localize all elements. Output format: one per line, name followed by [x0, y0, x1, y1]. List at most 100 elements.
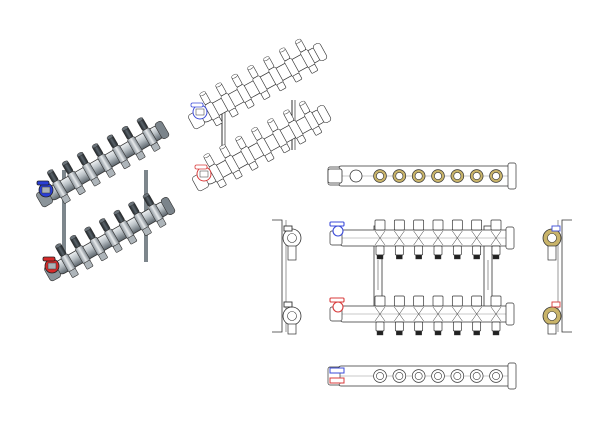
return-bar-body	[192, 100, 332, 192]
port-circle-inner	[453, 372, 462, 380]
port-circle-inner	[492, 372, 500, 380]
upper-valve-handle	[551, 225, 561, 232]
outlet-nut	[276, 81, 287, 92]
valve-stem	[195, 108, 205, 116]
outlet-nut	[156, 218, 167, 228]
port-cross	[374, 230, 386, 246]
front-orthographic-view	[329, 219, 515, 336]
port-cap-top	[136, 117, 143, 123]
port-cap-top	[76, 151, 84, 157]
port-cap-top	[46, 169, 54, 175]
valve-handle	[329, 221, 345, 227]
top-orthographic-view	[327, 162, 517, 190]
port-cross	[432, 230, 444, 246]
outlet-nut	[91, 176, 101, 187]
outlet-nut	[61, 194, 71, 204]
outlet-nut	[229, 107, 239, 118]
outlet-nut	[491, 321, 501, 332]
port-cross	[471, 230, 482, 246]
port-head	[490, 219, 502, 231]
valve-stem	[41, 186, 51, 194]
port-cap-top	[121, 125, 129, 131]
port-cap-top	[231, 73, 238, 79]
port-cap-top	[263, 56, 270, 62]
lower-fitting-inner	[547, 311, 557, 321]
port-cap-top	[294, 38, 302, 44]
port-head	[413, 295, 425, 307]
red-valve-handle	[329, 377, 345, 384]
outlet-nut	[308, 64, 318, 74]
valve-handle	[42, 256, 56, 262]
port-head	[471, 295, 483, 307]
outlet-thread	[492, 330, 500, 336]
upper-fitting-inner	[547, 233, 557, 243]
return-bar	[44, 193, 176, 282]
port-head	[393, 295, 405, 307]
port-head	[374, 219, 386, 231]
lower-outlet	[287, 323, 297, 335]
outlet-nut	[472, 245, 482, 256]
outlet-thread	[376, 330, 384, 336]
port-cap-top	[267, 118, 274, 124]
port-cap-top	[219, 144, 226, 150]
port-cap-top	[113, 209, 120, 215]
outlet-thread	[434, 254, 442, 260]
supply-bar	[329, 219, 515, 260]
valve-handle	[194, 164, 208, 170]
blue-ball-valve	[190, 102, 208, 120]
right-side-view	[542, 219, 572, 335]
left-side-profile	[272, 219, 302, 335]
inlet-port	[349, 169, 363, 183]
outlet-nut	[260, 90, 271, 100]
end-cap	[507, 162, 517, 190]
top-bar	[327, 162, 517, 190]
lower-valve-handle	[551, 301, 561, 308]
port-cap-top	[283, 109, 290, 115]
upper-fitting-inner	[287, 233, 297, 243]
right-side-profile	[542, 219, 572, 335]
outlet-nut	[98, 251, 108, 262]
port-cross	[413, 230, 424, 246]
line-isometric-view	[188, 38, 332, 192]
bracket-profile	[272, 219, 283, 333]
port-cross	[374, 306, 386, 322]
outlet-nut	[394, 321, 404, 332]
port-cap-top	[98, 218, 106, 223]
lower-outlet	[547, 323, 557, 335]
end-cap	[160, 196, 176, 216]
outlet-thread	[473, 254, 480, 260]
outlet-nut	[69, 268, 79, 278]
outlet-nut	[106, 168, 116, 178]
port-cap-top	[84, 226, 91, 232]
end-cap	[507, 362, 517, 390]
blue-valve-handle	[329, 367, 345, 374]
port-cap-top	[91, 143, 99, 149]
port-head	[413, 219, 425, 231]
port-cross	[432, 306, 444, 322]
outlet-nut	[112, 243, 123, 253]
port-head	[432, 295, 444, 307]
port-circle-inner	[472, 372, 481, 380]
supply-bar-body	[36, 117, 170, 208]
outlet-nut	[414, 245, 424, 256]
return-bar	[329, 295, 515, 336]
outlet-nut	[233, 169, 243, 180]
port-cap-top	[61, 160, 69, 166]
outlet-nut	[121, 159, 131, 170]
port-cap-top	[247, 65, 254, 70]
port-cross	[394, 230, 405, 246]
port-head	[451, 219, 463, 231]
valve-body	[332, 225, 344, 237]
outlet-thread	[454, 254, 461, 260]
port-cap-top	[106, 134, 114, 140]
outlet-nut	[491, 245, 501, 256]
port-circle-inner	[395, 172, 404, 180]
port-cross	[490, 230, 502, 246]
outlet-nut	[280, 143, 291, 154]
port-cross	[490, 306, 502, 322]
port-head	[490, 295, 502, 307]
port-cap-top	[128, 201, 135, 207]
return-bar-body	[44, 193, 176, 282]
outlet-nut	[217, 178, 227, 189]
